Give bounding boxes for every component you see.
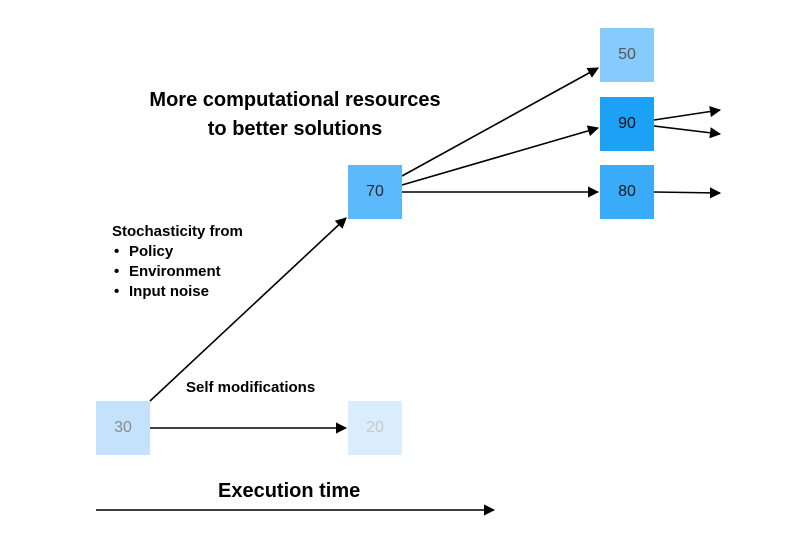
arrow-70-to-50 [401,67,599,177]
execution-time-label: Execution time [218,480,361,502]
self-modifications-label: Self modifications [186,379,316,396]
arrow-90-out-lower [653,125,722,139]
arrow-30-to-70 [149,217,347,402]
stochasticity-title: Stochasticity from [112,223,243,240]
stochasticity-item-input-noise: Input noise [112,282,243,302]
stochasticity-item-policy: Policy [112,242,243,262]
stochasticity-block: Stochasticity from Policy Environment In… [112,222,243,302]
node-20: 20 [348,401,402,455]
node-70: 70 [348,165,402,219]
heading-line-1: More computational resources [149,89,441,111]
arrow-90-out-upper [653,105,722,121]
node-90: 90 [600,97,654,151]
node-80: 80 [600,165,654,219]
heading-line-2: to better solutions [207,118,383,140]
arrow-70-to-90 [401,125,600,186]
node-50: 50 [600,28,654,82]
arrow-80-out [653,187,722,199]
heading: More computational resources to better s… [120,86,470,144]
node-30: 30 [96,401,150,455]
stochasticity-list: Policy Environment Input noise [112,242,243,302]
stochasticity-item-environment: Environment [112,262,243,282]
edges [96,67,722,516]
